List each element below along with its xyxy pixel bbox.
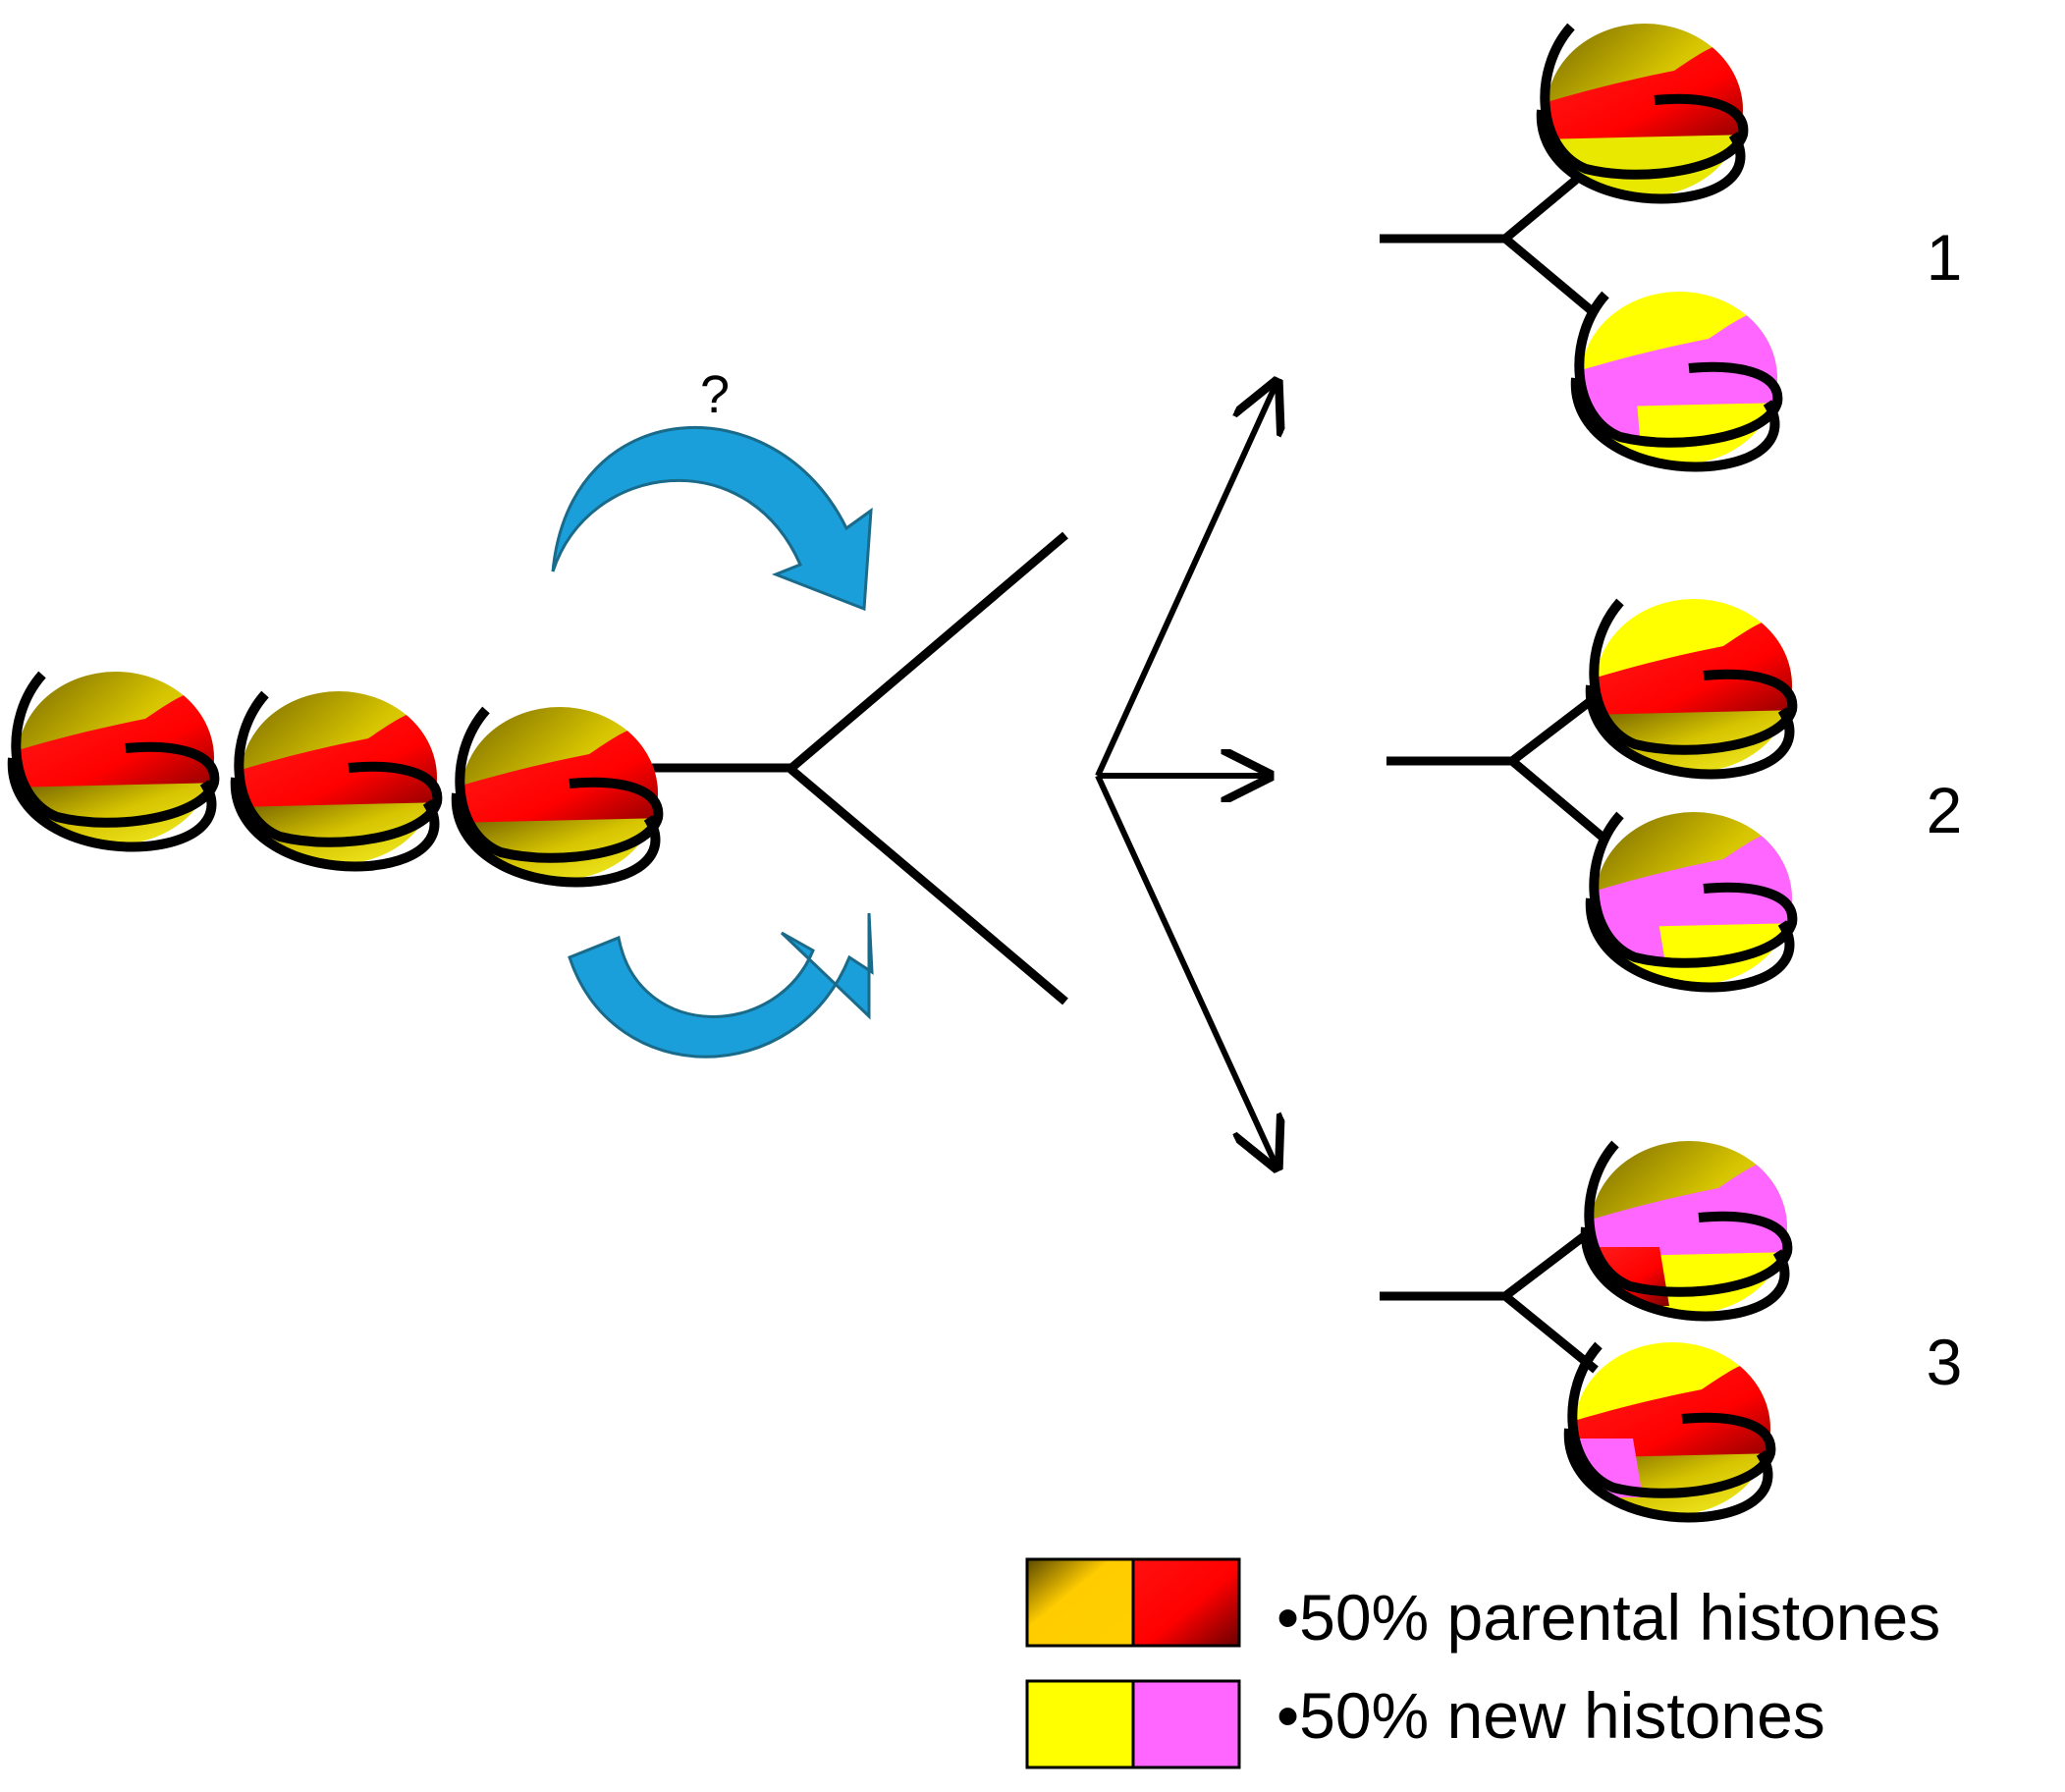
outcome-3-nucleosome-mixed-a [1580, 1140, 1793, 1322]
legend-text-parental: •50% parental histones [1277, 1581, 1940, 1654]
outcome-2: 2 [1386, 598, 1963, 993]
legend-row-parental: •50% parental histones [1025, 1557, 1940, 1654]
parental-nucleosome-1 [7, 671, 220, 852]
histone-transfer-arrow-top [551, 425, 873, 612]
histone-transfer-arrow-bottom [568, 912, 874, 1059]
parental-chromatin [7, 671, 793, 888]
outcome-3: 3 [1380, 1140, 1963, 1523]
swatch-new-h3h4 [1025, 1679, 1135, 1769]
legend: •50% parental histones •50% new histones [1025, 1557, 1940, 1769]
arrow-to-outcome-1 [1095, 383, 1277, 778]
swatch-new-h2a-h2b [1131, 1679, 1241, 1769]
outcome-label-3: 3 [1927, 1326, 1963, 1398]
parental-nucleosome-3 [451, 706, 664, 888]
outcome-label-1: 1 [1927, 221, 1963, 294]
outcome-3-nucleosome-mixed-b [1563, 1341, 1776, 1523]
outcome-2-nucleosome-new [1585, 811, 1798, 993]
outcome-2-nucleosome-parental [1585, 598, 1798, 780]
replication-fork [788, 531, 1068, 1005]
outcome-1: 1 [1380, 23, 1963, 472]
swatch-parental-h2a-h2b [1131, 1557, 1241, 1648]
arrow-to-outcome-3 [1095, 774, 1277, 1167]
outcome-1-nucleosome-new [1570, 291, 1783, 472]
swatch-parental-h3h4 [1025, 1557, 1135, 1648]
parental-nucleosome-2 [230, 690, 443, 872]
outcome-label-2: 2 [1927, 774, 1963, 846]
outcome-arrows [1095, 383, 1277, 1167]
legend-text-new: •50% new histones [1277, 1679, 1825, 1752]
question-mark: ? [700, 365, 730, 424]
outcome-1-nucleosome-parental [1536, 23, 1749, 204]
legend-row-new: •50% new histones [1025, 1679, 1825, 1769]
